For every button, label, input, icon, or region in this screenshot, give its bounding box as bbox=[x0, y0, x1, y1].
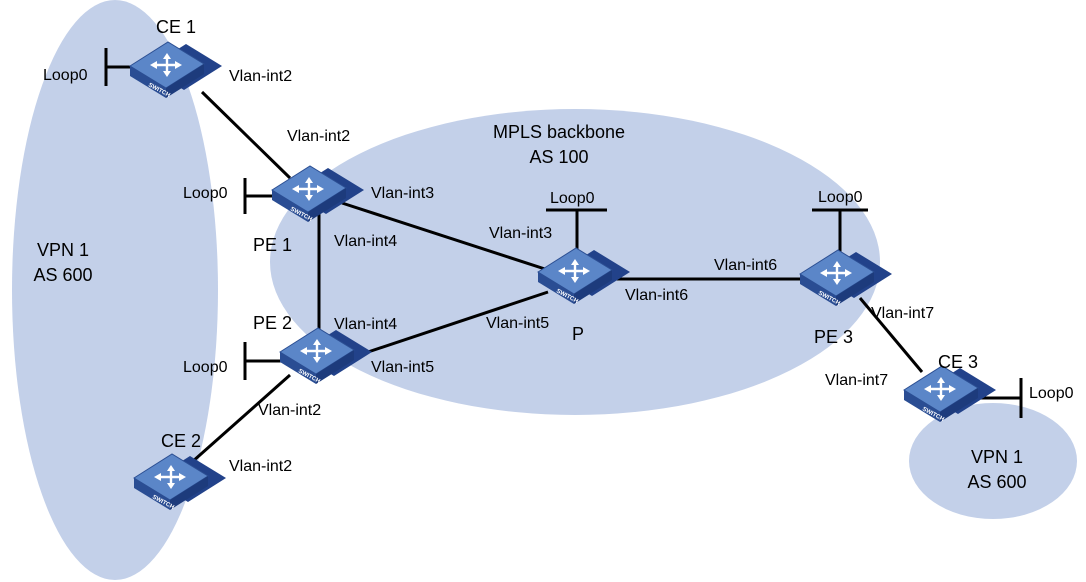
p-if-left-down-label: Vlan-int5 bbox=[486, 315, 549, 332]
ce1-name: CE 1 bbox=[156, 17, 196, 37]
pe2-if-up-label: Vlan-int4 bbox=[334, 316, 397, 333]
ce2-name: CE 2 bbox=[161, 431, 201, 451]
vpn1-right-name: VPN 1 bbox=[971, 447, 1023, 467]
vpn1-left-as: AS 600 bbox=[33, 265, 92, 285]
p-if-right-label: Vlan-int6 bbox=[625, 287, 688, 304]
vpn1-left-region bbox=[12, 0, 218, 580]
vpn1-right-as: AS 600 bbox=[967, 472, 1026, 492]
link-pe2-ce2 bbox=[191, 373, 291, 464]
pe3-loop0-label: Loop0 bbox=[818, 189, 863, 206]
pe3-name: PE 3 bbox=[814, 327, 853, 347]
p-name: P bbox=[572, 324, 584, 344]
ce3-name: CE 3 bbox=[938, 352, 978, 372]
link-pe3-ce3 bbox=[858, 297, 924, 373]
backbone-name: MPLS backbone bbox=[493, 122, 625, 142]
p-loop0-label: Loop0 bbox=[550, 190, 595, 207]
pe1-name: PE 1 bbox=[253, 235, 292, 255]
pe2-name: PE 2 bbox=[253, 313, 292, 333]
pe3-if-left-label: Vlan-int6 bbox=[714, 257, 777, 274]
pe2-if-down-label: Vlan-int2 bbox=[258, 402, 321, 419]
pe1-if-down-label: Vlan-int4 bbox=[334, 233, 397, 250]
ce3-loop0-label: Loop0 bbox=[1029, 385, 1074, 402]
link-pe1-p bbox=[341, 201, 549, 272]
ce2-if-label: Vlan-int2 bbox=[229, 458, 292, 475]
pe1-if-right-label: Vlan-int3 bbox=[371, 185, 434, 202]
vpn1-left-name: VPN 1 bbox=[37, 240, 89, 260]
backbone-as: AS 100 bbox=[529, 147, 588, 167]
pe2-if-right-label: Vlan-int5 bbox=[371, 359, 434, 376]
pe3-if-down-label: Vlan-int7 bbox=[871, 305, 934, 322]
pe1-loop0-label: Loop0 bbox=[183, 185, 228, 202]
pe1-if-up-label: Vlan-int2 bbox=[287, 128, 350, 145]
ce1-loop0-label: Loop0 bbox=[43, 67, 88, 84]
p-if-left-up-label: Vlan-int3 bbox=[489, 225, 552, 242]
link-ce1-pe1 bbox=[200, 90, 292, 180]
pe2-loop0-label: Loop0 bbox=[183, 359, 228, 376]
link-pe2-p bbox=[355, 290, 549, 358]
ce3-if-label: Vlan-int7 bbox=[825, 372, 888, 389]
ce1-if-label: Vlan-int2 bbox=[229, 68, 292, 85]
vpn1-right-region bbox=[909, 403, 1077, 519]
